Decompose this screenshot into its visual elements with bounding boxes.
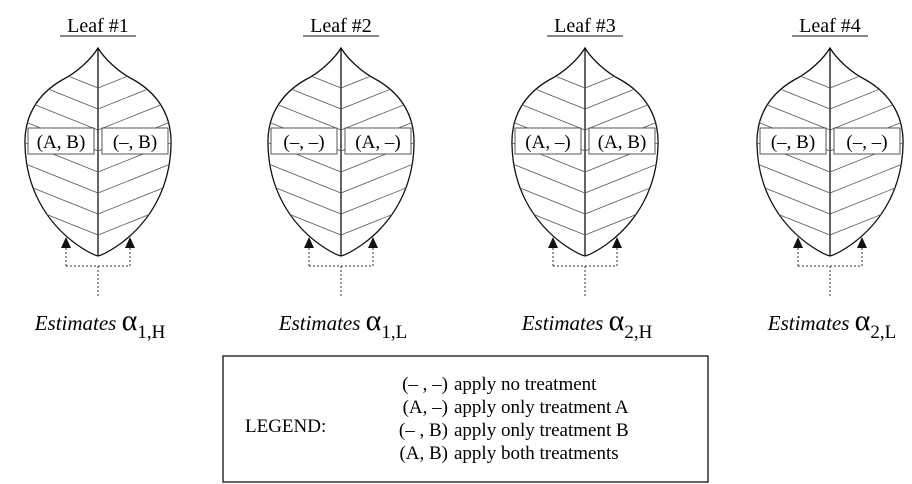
leaf-title: Leaf #2 bbox=[310, 15, 372, 37]
alpha-subscript: 2,L bbox=[870, 322, 896, 343]
right-half-label: (–, –) bbox=[846, 132, 887, 153]
legend-item-desc: apply no treatment bbox=[454, 374, 597, 395]
leaf-title: Leaf #1 bbox=[67, 15, 129, 37]
left-half-label: (–, B) bbox=[771, 132, 815, 153]
legend-item-desc: apply only treatment B bbox=[454, 420, 629, 441]
legend-item-code: (A, B) bbox=[399, 443, 448, 464]
right-half-label: (–, B) bbox=[113, 132, 157, 153]
estimates-caption: Estimates α2,L bbox=[767, 304, 897, 343]
legend-item-code: (A, –) bbox=[403, 397, 448, 418]
leaf-2: Leaf #2 (–, –) (A, –) Estimates α1,L bbox=[261, 15, 421, 343]
estimates-caption: Estimates α1,H bbox=[34, 304, 166, 343]
estimates-word: Estimates bbox=[278, 311, 366, 335]
right-half-label: (A, –) bbox=[355, 132, 400, 153]
estimates-word: Estimates bbox=[767, 311, 855, 335]
alpha-symbol: α bbox=[122, 304, 138, 337]
leaf-title: Leaf #3 bbox=[554, 15, 616, 37]
legend: LEGEND: (– , –) apply no treatment (A, –) ap… bbox=[223, 356, 708, 482]
left-half-label: (A, –) bbox=[525, 132, 570, 153]
alpha-symbol: α bbox=[366, 304, 382, 337]
estimates-caption: Estimates α2,H bbox=[521, 304, 653, 343]
alpha-symbol: α bbox=[609, 304, 625, 337]
left-half-label: (–, –) bbox=[283, 132, 324, 153]
leaf-1: Leaf #1 (A, B) (–, B) Estimates α1,H bbox=[18, 15, 178, 343]
estimates-word: Estimates bbox=[34, 311, 122, 335]
alpha-symbol: α bbox=[855, 304, 871, 337]
leaf-title: Leaf #4 bbox=[799, 15, 861, 37]
legend-item-desc: apply both treatments bbox=[454, 443, 619, 464]
alpha-subscript: 1,L bbox=[381, 322, 407, 343]
legend-item-code: (– , B) bbox=[399, 420, 448, 441]
estimates-word: Estimates bbox=[521, 311, 609, 335]
leaf-4: Leaf #4 (–, B) (–, –) Estimates α2,L bbox=[750, 15, 910, 343]
right-half-label: (A, B) bbox=[598, 132, 647, 153]
alpha-subscript: 1,H bbox=[137, 322, 165, 343]
legend-label: LEGEND: bbox=[245, 416, 326, 437]
estimates-caption: Estimates α1,L bbox=[278, 304, 408, 343]
legend-item-code: (– , –) bbox=[402, 374, 448, 395]
alpha-subscript: 2,H bbox=[624, 322, 652, 343]
left-half-label: (A, B) bbox=[37, 132, 86, 153]
leaf-3: Leaf #3 (A, –) (A, B) Estimates α2,H bbox=[505, 15, 665, 343]
legend-item-desc: apply only treatment A bbox=[454, 397, 629, 418]
